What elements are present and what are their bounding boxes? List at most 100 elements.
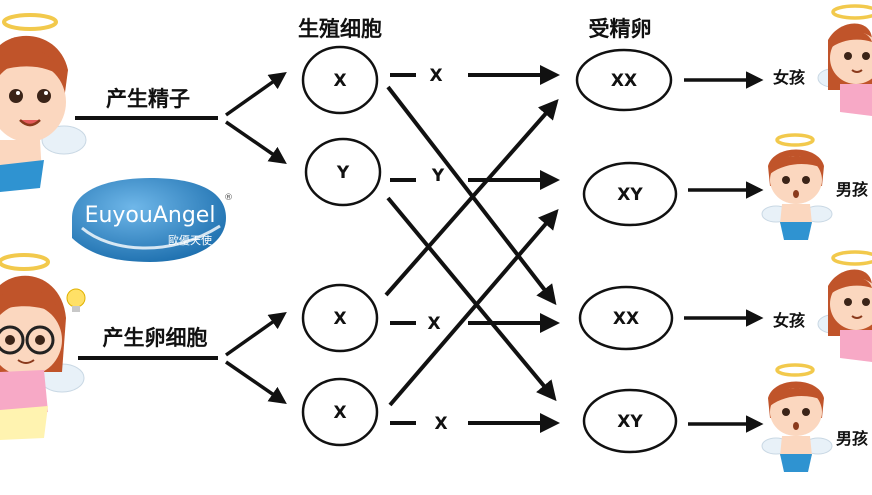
eye — [844, 52, 852, 60]
halo-icon — [775, 133, 815, 147]
eye — [844, 298, 852, 306]
eye-highlight — [44, 91, 48, 95]
gamete-branch-label: X — [434, 414, 447, 434]
eye-highlight — [16, 91, 20, 95]
fork-arrows — [224, 71, 287, 404]
bangs — [770, 388, 822, 406]
zygote-label: XY — [617, 412, 643, 432]
lightbulb-base — [72, 306, 80, 312]
zygote-cell — [582, 388, 678, 454]
fertilization-arrows — [384, 65, 560, 433]
glasses-lens — [25, 325, 55, 355]
fork-arrow — [224, 71, 287, 117]
zygote-cell — [582, 161, 678, 227]
dress — [840, 84, 872, 116]
sperm-label: Y — [336, 163, 350, 183]
fork-arrow — [225, 360, 287, 404]
bangs — [0, 48, 64, 78]
eye — [802, 408, 810, 416]
boy-angel-mascot — [761, 133, 833, 240]
bangs — [770, 156, 822, 174]
outcome-label: 女孩 — [773, 311, 805, 330]
eye — [782, 176, 790, 184]
euyouangel-logo: EuyouAngel 歐優天使 ® — [72, 178, 233, 262]
diaper — [780, 454, 812, 472]
germ-cells-header: 生殖细胞 — [298, 17, 382, 41]
zygote-shapes — [575, 48, 678, 454]
zygote-cell — [575, 48, 673, 112]
halo-icon — [775, 363, 815, 377]
fork-arrow — [225, 120, 287, 164]
bangs — [828, 277, 872, 296]
eye — [862, 298, 870, 306]
egg-cell-1 — [301, 283, 379, 353]
dress — [0, 370, 48, 416]
sperm-label: X — [333, 71, 346, 91]
face — [770, 388, 822, 436]
diaper — [780, 222, 812, 240]
germ-cell-shapes — [301, 45, 382, 447]
boy-angel-mascot — [761, 363, 833, 472]
diaper — [0, 160, 44, 192]
eye — [802, 176, 810, 184]
eye — [862, 52, 870, 60]
gamete-dashes — [390, 73, 416, 425]
egg-cell-2 — [301, 377, 379, 447]
logo-swoosh — [81, 224, 221, 250]
gamete-branch-label: X — [427, 314, 440, 334]
fertilization-arrow — [386, 85, 557, 306]
eye — [5, 335, 15, 345]
body — [780, 204, 812, 224]
face — [770, 156, 822, 204]
zygote-header: 受精卵 — [589, 17, 652, 41]
mouth — [17, 359, 35, 364]
lightbulb-icon — [66, 288, 86, 308]
egg-label: X — [333, 403, 346, 423]
girl-angel-mascot — [817, 4, 872, 116]
skirt — [0, 406, 48, 440]
zygote-label: XX — [613, 309, 639, 329]
body — [780, 436, 812, 456]
gamete-branch-label: Y — [431, 166, 445, 186]
zygote-label: XX — [611, 71, 637, 91]
mouth — [851, 315, 863, 319]
boy-angel-mascot-left — [0, 13, 87, 192]
bangs — [0, 288, 62, 316]
outcome-label: 男孩 — [836, 180, 868, 199]
female-process-label: 产生卵细胞 — [103, 326, 208, 350]
mouth — [851, 69, 863, 73]
fork-arrow — [224, 311, 287, 357]
sperm-cell-x — [301, 45, 379, 115]
eye — [37, 89, 51, 103]
bangs — [828, 31, 872, 50]
eye — [35, 335, 45, 345]
logo-subtitle: 歐優天使 — [168, 233, 212, 247]
mouth — [793, 422, 799, 430]
fertilization-arrow — [386, 196, 557, 402]
halo-icon — [831, 4, 872, 20]
logo-registered-mark: ® — [224, 193, 233, 203]
mouth — [19, 119, 41, 127]
glasses-icon — [0, 325, 25, 355]
sperm-cell-y — [304, 137, 382, 207]
outcome-label: 女孩 — [773, 68, 805, 87]
face — [0, 304, 62, 376]
eye — [782, 408, 790, 416]
halo-icon — [2, 13, 58, 31]
logo-wordmark: EuyouAngel — [85, 203, 216, 228]
mouth — [793, 190, 799, 198]
outcome-arrows — [684, 71, 764, 433]
halo-icon — [831, 250, 872, 266]
girl-angel-mascot-left — [0, 253, 86, 440]
wing-icon — [41, 125, 87, 155]
egg-label: X — [333, 309, 346, 329]
male-process-label: 产生精子 — [106, 87, 190, 111]
zygote-label: XY — [617, 185, 643, 205]
fertilization-arrow — [384, 98, 559, 297]
outcome-label: 男孩 — [836, 429, 868, 448]
gamete-branch-label: X — [429, 66, 442, 86]
eye — [9, 89, 23, 103]
halo-icon — [0, 253, 50, 271]
